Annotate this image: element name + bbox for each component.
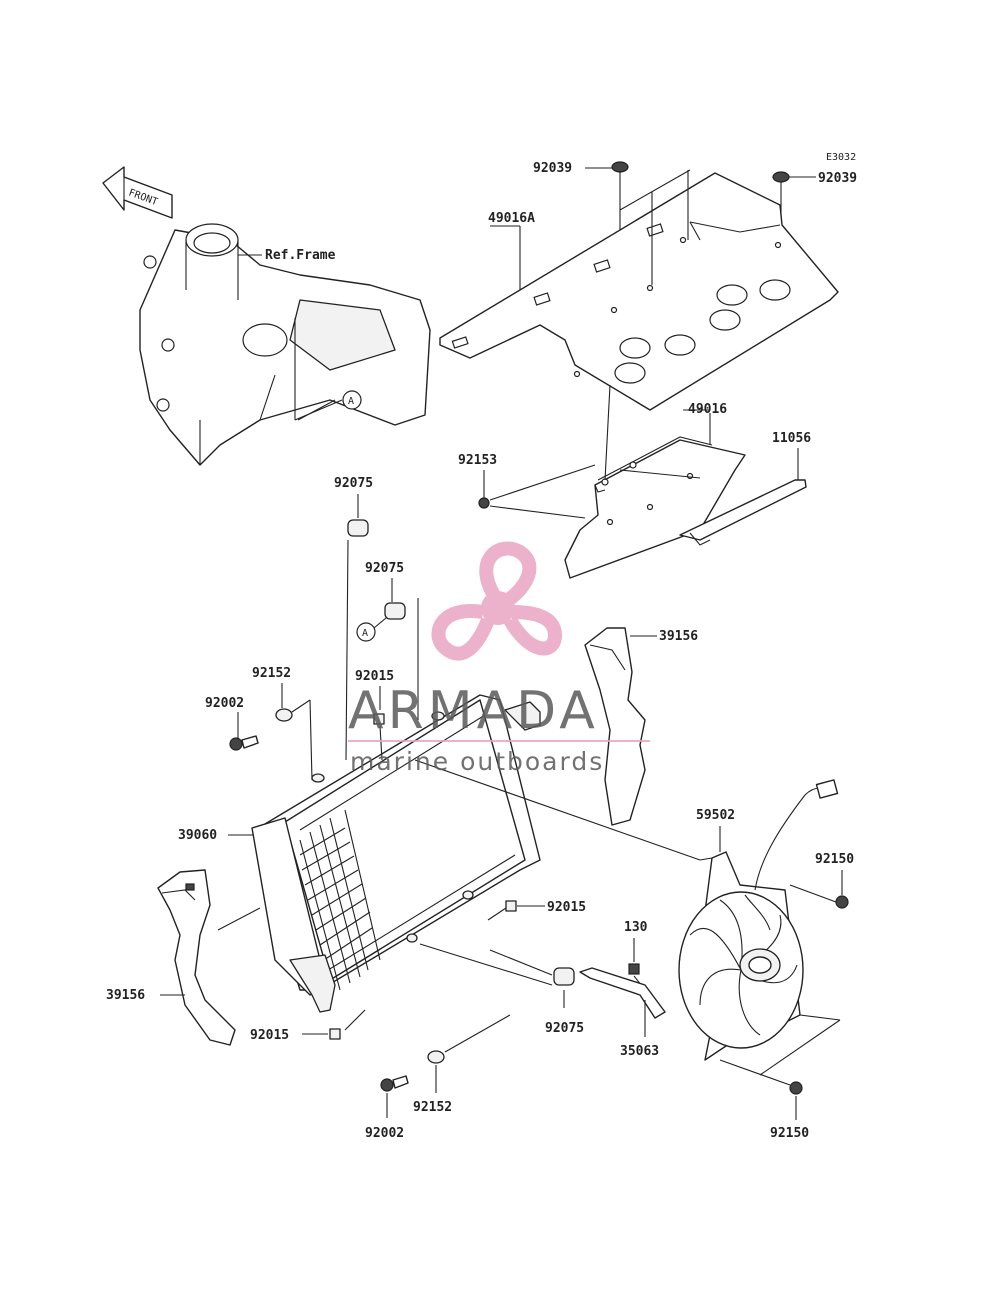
bolt-92002-upper: 92002 xyxy=(205,696,259,751)
part-label-49016: 49016 xyxy=(688,402,727,417)
part-label-130: 130 xyxy=(624,920,648,935)
part-label-92015-top: 92015 xyxy=(355,669,394,684)
armada-watermark: ARMADA marine outboards xyxy=(348,541,650,776)
part-label-92015-right: 92015 xyxy=(547,900,586,915)
diagram-code: E3032 xyxy=(826,152,856,163)
part-label-39156-right: 39156 xyxy=(659,629,698,644)
part-label-39060: 39060 xyxy=(178,828,217,843)
watermark-brand: ARMADA xyxy=(348,681,599,741)
ref-frame-label: Ref.Frame xyxy=(265,248,336,263)
radiator-core xyxy=(299,809,381,991)
marker-a-top: A xyxy=(348,396,354,407)
part-label-92002-upper: 92002 xyxy=(205,696,244,711)
screw-92150-lower: 92150 xyxy=(719,1014,841,1141)
part-label-35063: 35063 xyxy=(620,1044,659,1059)
part-label-92075-top: 92075 xyxy=(334,476,373,491)
part-label-92153: 92153 xyxy=(458,453,497,468)
bolt-92153: 92153 xyxy=(458,453,596,519)
part-label-92039-left: 92039 xyxy=(533,161,572,176)
propeller-logo xyxy=(431,541,563,661)
shroud-39156-left: 39156 xyxy=(106,869,261,1046)
fan-59502: 59502 xyxy=(678,779,839,1061)
part-label-92150-lower: 92150 xyxy=(770,1126,809,1141)
grommet-92075-mid: 92075 A xyxy=(356,561,419,720)
nut-92015-right: 92015 xyxy=(487,900,586,921)
part-label-92002-lower: 92002 xyxy=(365,1126,404,1141)
bracket-11056: 11056 xyxy=(679,431,811,546)
part-label-11056: 11056 xyxy=(772,431,811,446)
screw-92150-upper: 92150 xyxy=(789,852,854,909)
part-label-39156-left: 39156 xyxy=(106,988,145,1003)
radiator-39060: 39060 xyxy=(178,694,701,1013)
grommet-92075-top: 92075 xyxy=(334,476,373,761)
part-label-92039-right: 92039 xyxy=(818,171,857,186)
shroud-39156-right: 39156 xyxy=(584,627,698,826)
part-label-92150-upper: 92150 xyxy=(815,852,854,867)
nut-92015-bottom: 92015 xyxy=(250,1009,366,1043)
plate-49016A: 49016A xyxy=(439,169,839,411)
part-label-92075-mid: 92075 xyxy=(365,561,404,576)
bracket-49016: 49016 xyxy=(564,384,746,579)
grommet-92075-bottom: 92075 xyxy=(419,943,584,1036)
stay-35063: 35063 xyxy=(579,967,666,1059)
watermark-tagline: marine outboards xyxy=(350,747,604,776)
clip-92039-right: 92039 xyxy=(772,171,857,225)
part-label-92075-bottom: 92075 xyxy=(545,1021,584,1036)
part-label-92152-upper: 92152 xyxy=(252,666,291,681)
frame-illustration: Ref.Frame A xyxy=(139,223,431,466)
bolt-92002-lower: 92002 xyxy=(365,1075,409,1141)
washer-92152-lower: 92152 xyxy=(413,1014,511,1115)
front-arrow: FRONT xyxy=(102,166,173,219)
part-label-59502: 59502 xyxy=(696,808,735,823)
washer-92152-upper: 92152 xyxy=(252,666,313,781)
marker-a-bottom: A xyxy=(362,628,368,639)
part-label-92152-lower: 92152 xyxy=(413,1100,452,1115)
clip-92039-left: 92039 xyxy=(533,161,629,310)
nut-92015-top: 92015 xyxy=(355,669,394,761)
part-label-92015-bottom: 92015 xyxy=(250,1028,289,1043)
part-label-49016A: 49016A xyxy=(488,211,535,226)
